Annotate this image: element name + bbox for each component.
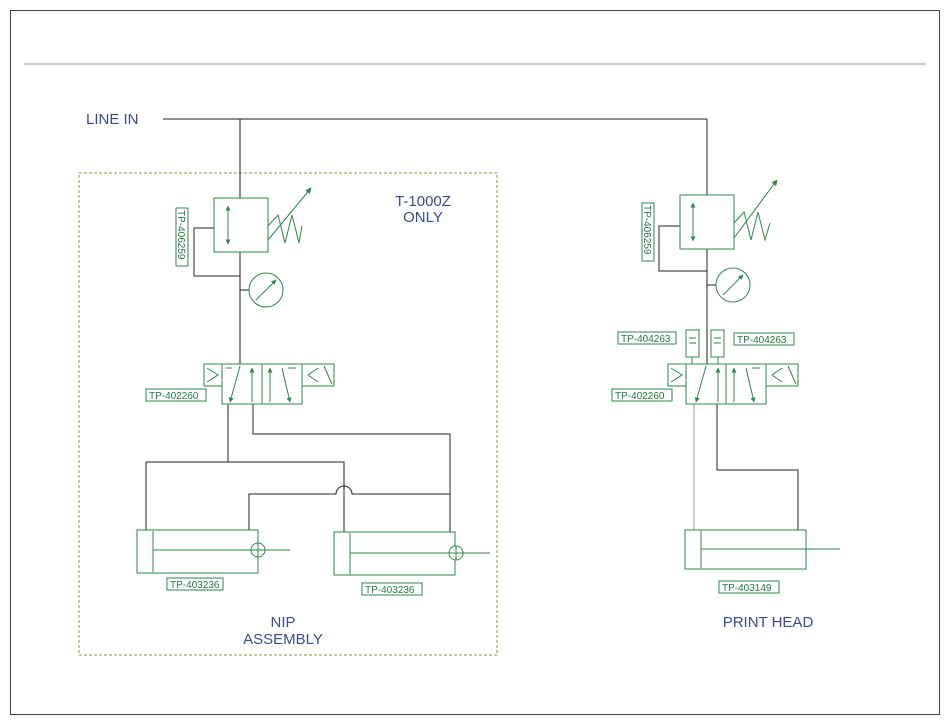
flow-control-right-part-number: TP-404263 xyxy=(737,335,787,346)
nip-assembly-boundary xyxy=(79,173,497,655)
left-regulator-part-number: TP-406259 xyxy=(175,210,186,260)
left-valve-tag: TP-402260 xyxy=(146,389,206,402)
supply-line xyxy=(163,119,707,198)
t1000z-label-line2: ONLY xyxy=(403,209,443,226)
t1000z-label-line1: T-1000Z xyxy=(395,193,451,210)
nip-cylinder-left xyxy=(137,530,290,573)
right-valve-part-number: TP-402260 xyxy=(615,391,665,402)
left-pressure-regulator xyxy=(214,188,311,252)
left-valve-part-number: TP-402260 xyxy=(149,391,199,402)
page-border xyxy=(11,11,940,715)
flow-control-right-tag: TP-404263 xyxy=(734,333,794,346)
flow-control-right xyxy=(711,330,724,364)
print-head-cylinder xyxy=(685,530,840,569)
print-head-label: PRINT HEAD xyxy=(723,614,814,631)
line-in-label: LINE IN xyxy=(86,111,139,128)
flow-control-left-tag: TP-404263 xyxy=(618,332,676,345)
left-pressure-gauge xyxy=(249,273,283,307)
right-pressure-regulator xyxy=(680,180,777,249)
flow-control-left-part-number: TP-404263 xyxy=(621,334,671,345)
print-head-cylinder-tag: TP-403149 xyxy=(719,581,779,594)
right-solenoid-valve xyxy=(668,364,798,404)
right-valve-tag: TP-402260 xyxy=(612,389,672,402)
nip-label-line1: NIP xyxy=(270,614,295,631)
left-solenoid-valve xyxy=(204,364,334,404)
nip-cylinder-right xyxy=(334,532,490,575)
right-regulator-part-number: TP-406259 xyxy=(641,205,652,255)
print-head-cylinder-part-number: TP-403149 xyxy=(722,583,772,594)
nip-label-line2: ASSEMBLY xyxy=(243,631,323,648)
right-pressure-gauge xyxy=(716,268,750,302)
nip-cylinder-right-tag: TP-403236 xyxy=(362,583,422,596)
right-regulator-tag: TP-406259 xyxy=(641,203,654,261)
nip-cylinder-right-part-number: TP-403236 xyxy=(365,585,415,596)
flow-control-left xyxy=(686,330,699,364)
nip-cylinder-left-tag: TP-403236 xyxy=(167,578,223,591)
nip-cylinder-left-part-number: TP-403236 xyxy=(170,580,220,591)
left-regulator-tag: TP-406259 xyxy=(175,208,188,266)
